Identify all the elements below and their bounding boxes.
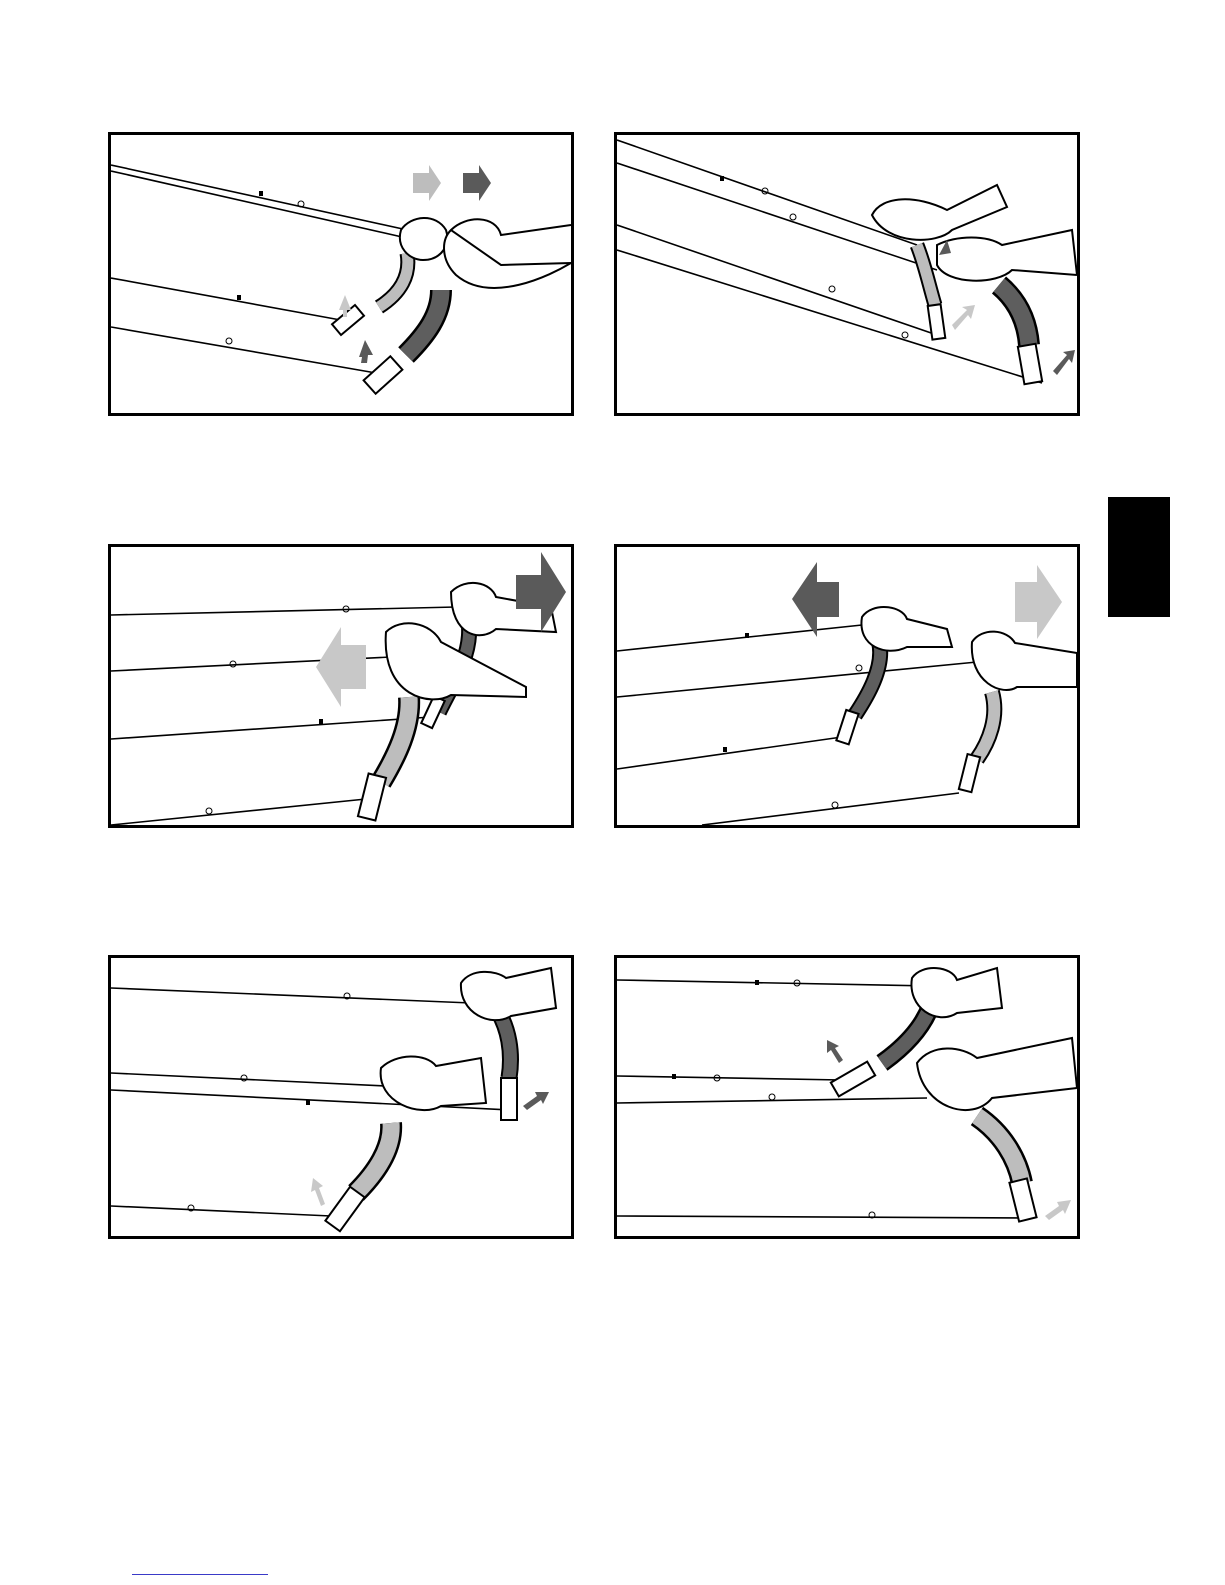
line-knots xyxy=(723,633,862,808)
panel-5-drawing xyxy=(111,958,571,1236)
left-handle xyxy=(325,1123,391,1231)
line-knots xyxy=(226,191,304,344)
right-handle xyxy=(977,1116,1037,1222)
illustration-panel-3 xyxy=(108,544,574,828)
hands xyxy=(381,968,556,1110)
left-handle xyxy=(358,697,409,821)
right-handle xyxy=(364,290,441,394)
right-handle xyxy=(496,1008,517,1120)
illustration-panel-2 xyxy=(614,132,1080,416)
hands xyxy=(872,185,1077,281)
illustration-panel-1 xyxy=(108,132,574,416)
hands xyxy=(400,218,571,288)
hands xyxy=(911,968,1077,1110)
line-knots xyxy=(206,606,349,814)
left-handle xyxy=(836,642,880,744)
section-tab xyxy=(1108,497,1170,617)
illustration-panel-5 xyxy=(108,955,574,1239)
right-handle xyxy=(999,285,1042,384)
panel-4-drawing xyxy=(617,547,1077,825)
right-handle xyxy=(959,692,994,792)
panel-3-drawing xyxy=(111,547,571,825)
illustration-panel-6 xyxy=(614,955,1080,1239)
flying-lines xyxy=(617,625,977,825)
panel-2-drawing xyxy=(617,135,1077,413)
line-knots xyxy=(188,993,350,1211)
flying-lines xyxy=(111,165,421,373)
left-handle xyxy=(332,253,408,335)
line-knots xyxy=(720,176,908,338)
illustration-panel-4 xyxy=(614,544,1080,828)
panel-1-drawing xyxy=(111,135,571,413)
panel-6-drawing xyxy=(617,958,1077,1236)
footer-link-underline[interactable] xyxy=(132,1574,268,1575)
